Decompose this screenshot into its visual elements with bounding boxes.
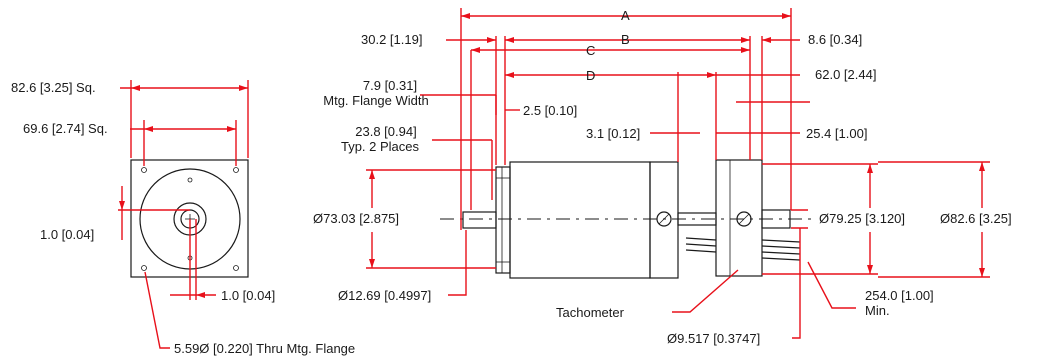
dim-tach-diameter: Ø79.25 [3.120] <box>819 211 906 226</box>
dim-b: B <box>621 32 630 47</box>
side-flange <box>495 166 511 274</box>
dim-square-bolt: 69.6 [2.74] Sq. <box>23 121 108 136</box>
dim-lead-min: Min. <box>865 303 890 318</box>
front-view <box>118 80 249 349</box>
dim-pilot-diameter: Ø73.03 [2.875] <box>313 211 400 226</box>
side-shaft <box>462 211 497 229</box>
dim-62-0: 62.0 [2.44] <box>815 67 877 82</box>
dim-3-1: 3.1 [0.12] <box>586 126 641 141</box>
dim-lead-length: 254.0 [1.00] <box>865 288 934 303</box>
dim-2-5: 2.5 [0.10] <box>523 103 578 118</box>
dim-shaft-diameter: Ø12.69 [0.4997] <box>338 288 432 303</box>
dim-25-4: 25.4 [1.00] <box>806 126 868 141</box>
dim-shaft-offset-vertical: 1.0 [0.04] <box>40 227 95 242</box>
dim-a: A <box>621 8 630 23</box>
dim-tach-shaft-diameter: Ø9.517 [0.3747] <box>667 331 761 346</box>
dim-shaft-offset-horizontal: 1.0 [0.04] <box>221 288 276 303</box>
dim-flange-width-value: 7.9 [0.31] <box>362 78 418 93</box>
label-tachometer: Tachometer <box>556 305 624 320</box>
dim-flange-width-label: Mtg. Flange Width <box>323 93 429 108</box>
dim-30-2: 30.2 [1.19] <box>361 32 423 47</box>
dim-23-8-value: 23.8 [0.94] <box>355 124 417 139</box>
side-view <box>440 159 812 279</box>
dim-body-diameter: Ø82.6 [3.25] <box>940 211 1012 226</box>
side-body <box>509 161 651 279</box>
arrowheads <box>119 13 985 298</box>
dim-23-8-label: Typ. 2 Places <box>340 139 420 154</box>
dim-square-outer: 82.6 [3.25] Sq. <box>11 80 96 95</box>
side-tach-housing <box>649 161 679 279</box>
dim-hole: 5.59Ø [0.220] Thru Mtg. Flange <box>174 341 356 356</box>
dim-8-6: 8.6 [0.34] <box>808 32 863 47</box>
side-dimensions <box>366 8 990 339</box>
side-tachometer <box>715 159 763 277</box>
dim-c: C <box>586 43 596 58</box>
dim-d: D <box>586 68 596 83</box>
